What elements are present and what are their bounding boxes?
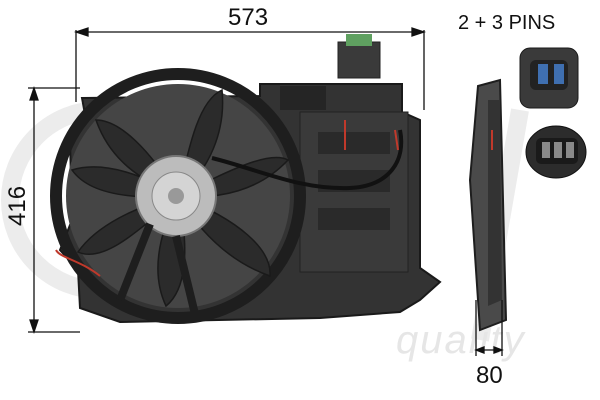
connector-pins-label: 2 + 3 PINS: [458, 12, 556, 34]
width-dimension-label: 573: [228, 4, 269, 31]
wiring-harness: [211, 129, 404, 191]
depth-dimension-label: 80: [476, 362, 503, 389]
fan-ring: [50, 68, 306, 324]
resistor-module: [337, 41, 381, 79]
height-dimension-label: 416: [4, 185, 31, 226]
